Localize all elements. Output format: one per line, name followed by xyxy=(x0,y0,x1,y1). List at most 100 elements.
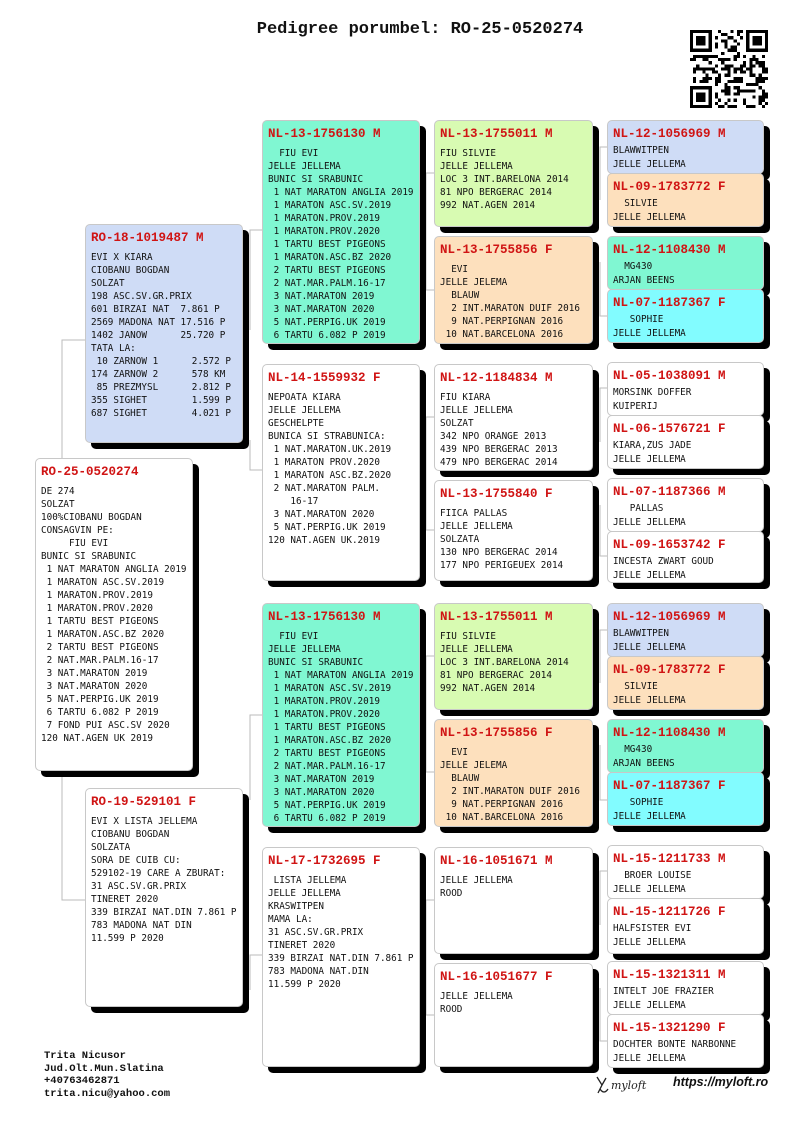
pigeon-info-line: 1 MARATON.PROV.2020 xyxy=(268,226,380,237)
pigeon-info-line: FIU SILVIE xyxy=(440,148,496,159)
pigeon-info-line: 3 NAT.MARATON 2020 xyxy=(268,304,375,315)
pigeon-info-line: BROER LOUISE xyxy=(613,870,692,881)
pigeon-info-line: 5 NAT.PERPIG.UK 2019 xyxy=(268,522,386,533)
pigeon-info-line: 2 NAT.MAR.PALM.16-17 xyxy=(268,278,386,289)
pigeon-info-line: SOLZATA xyxy=(440,534,480,545)
page-title: Pedigree porumbel: RO-25-0520274 xyxy=(256,20,584,39)
pigeon-info-line: JELLE JELLEMA xyxy=(440,644,513,655)
pigeon-info-line: FIU KIARA xyxy=(440,392,491,403)
pigeon-info-line: 355 SIGHET 1.599 P xyxy=(91,395,231,406)
pigeon-card-ancestor[interactable]: NL-13-1755840 F FIICA PALLAS JELLE JELLEMA… xyxy=(434,480,593,581)
pigeon-info-line: 10 NAT.BARCELONA 2016 xyxy=(440,329,564,340)
pigeon-info-line: JELLE JELLEMA xyxy=(440,521,513,532)
pigeon-info-line: BLAWWITPEN xyxy=(613,628,669,639)
pigeon-info-line: FIU SILVIE xyxy=(440,631,496,642)
pigeon-info-line: FIU EVI xyxy=(41,538,109,549)
pigeon-info-line: 10 NAT.BARCELONA 2016 xyxy=(440,812,564,823)
pigeon-info-line: 1 MARATON PROV.2020 xyxy=(268,457,380,468)
ring-number: NL-06-1576721 F xyxy=(613,422,726,436)
pigeon-info-line: 11.599 P 2020 xyxy=(91,933,164,944)
pigeon-info-line: 85 PREZMYSL 2.812 P xyxy=(91,382,231,393)
pigeon-info-line: SORA DE CUIB CU: xyxy=(91,855,181,866)
pigeon-info-line: FIICA PALLAS xyxy=(440,508,508,519)
pigeon-info-line: 2 NAT.MAR.PALM.16-17 xyxy=(41,655,159,666)
pigeon-info-line: CIOBANU BOGDAN xyxy=(91,829,170,840)
ring-number: NL-13-1755856 F xyxy=(440,726,553,740)
pigeon-info-line: LISTA JELLEMA xyxy=(268,875,347,886)
website-link[interactable]: https://myloft.ro xyxy=(673,1075,769,1089)
pigeon-info-line: JELLE JELLEMA xyxy=(613,884,686,895)
pigeon-info-line: BUNICA SI STRABUNICA: xyxy=(268,431,386,442)
pigeon-info-line: NEPOATA KIARA xyxy=(268,392,341,403)
pigeon-info-line: 130 NPO BERGERAC 2014 xyxy=(440,547,558,558)
pigeon-info-line: 2 NAT.MARATON PALM. xyxy=(268,483,380,494)
pigeon-info-line: JELLE JELEMA xyxy=(440,760,508,771)
pigeon-info-line: 1 MARATON.ASC.BZ 2020 xyxy=(268,252,392,263)
pigeon-info-line: SOLZAT xyxy=(41,499,75,510)
pigeon-info-line: BUNIC SI SRABUNIC xyxy=(268,174,364,185)
pigeon-info-line: 342 NPO ORANGE 2013 xyxy=(440,431,547,442)
pigeon-info-line: 1 MARATON.PROV.2020 xyxy=(268,709,380,720)
pigeon-info-line: 687 SIGHET 4.021 P xyxy=(91,408,231,419)
svg-text:myloft: myloft xyxy=(611,1079,647,1092)
pigeon-info-line: MG430 xyxy=(613,744,653,755)
pigeon-info-line: 1 MARATON ASC.SV.2019 xyxy=(268,200,392,211)
pigeon-info-line: SILVIE xyxy=(613,681,658,692)
ring-number: NL-12-1056969 M xyxy=(613,127,726,141)
pigeon-info-line: FIU EVI xyxy=(268,148,319,159)
qr-code-icon xyxy=(690,30,768,108)
pigeon-info-line: 2 TARTU BEST PIGEONS xyxy=(268,748,386,759)
pigeon-info-line: 1 MARATON ASC.SV.2019 xyxy=(41,577,165,588)
pigeon-info-line: 1 TARTU BEST PIGEONS xyxy=(41,616,159,627)
pigeon-info-line: JELLE JELLEMA xyxy=(613,1000,686,1011)
ring-number: NL-13-1756130 M xyxy=(268,610,381,624)
pigeon-info-line: 5 NAT.PERPIG.UK 2019 xyxy=(41,694,159,705)
pigeon-info-line: SOLZAT xyxy=(440,418,474,429)
ring-number: NL-13-1755840 F xyxy=(440,487,553,501)
pigeon-info-line: 1 TARTU BEST PIGEONS xyxy=(268,239,386,250)
pigeon-info-line: MG430 xyxy=(613,261,653,272)
ring-number: RO-18-1019487 M xyxy=(91,231,204,245)
pigeon-info-line: ARJAN BEENS xyxy=(613,275,675,286)
ring-number: NL-16-1051677 F xyxy=(440,970,553,984)
pigeon-info-line: JELLE JELLEMA xyxy=(268,161,341,172)
pigeon-info-line: 1 NAT MARATON ANGLIA 2019 xyxy=(268,670,414,681)
pigeon-info-line: 992 NAT.AGEN 2014 xyxy=(440,200,536,211)
pigeon-info-line: 2 NAT.MAR.PALM.16-17 xyxy=(268,761,386,772)
myloft-logo-icon: myloft xyxy=(596,1076,647,1094)
pigeon-info-line: JELLE JELLEMA xyxy=(440,405,513,416)
pigeon-info-line: GESCHELPTE xyxy=(268,418,324,429)
pigeon-info-line: 6 TARTU 6.082 P 2019 xyxy=(41,707,159,718)
